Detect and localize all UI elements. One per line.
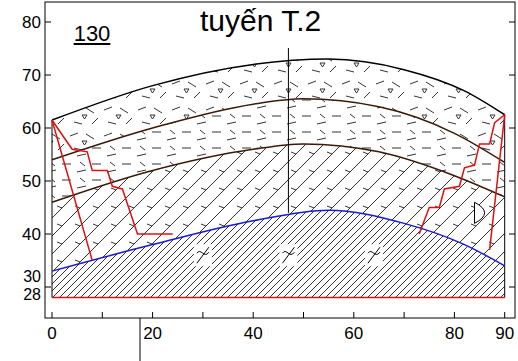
tick: [45, 181, 51, 182]
bedrock-boundary: [52, 210, 505, 271]
axis-label: 80: [445, 325, 464, 342]
tick: [353, 312, 354, 318]
tick: [45, 75, 51, 76]
borehole-line: [288, 48, 289, 213]
axis-label: 20: [143, 325, 162, 342]
tick: [45, 128, 51, 129]
axis-label: 30: [23, 269, 41, 285]
symbol-ground: [194, 244, 212, 266]
tick: [102, 312, 103, 318]
axis-label: 60: [344, 325, 363, 342]
tick: [404, 312, 405, 318]
tick: [152, 312, 153, 318]
pit-outline: [52, 120, 173, 234]
cut-mark: [140, 318, 141, 361]
rock-symbol: [368, 247, 380, 263]
axis-label: 70: [22, 67, 41, 84]
tick: [45, 22, 51, 23]
layer-boundary: [52, 144, 505, 202]
axis-label: 40: [244, 325, 263, 342]
tick: [303, 312, 304, 318]
frame: [45, 2, 515, 318]
tick: [509, 181, 515, 182]
tick: [52, 312, 53, 318]
tick: [253, 312, 254, 318]
axis-label: 40: [22, 226, 41, 243]
tick: [509, 128, 515, 129]
pit-outline: [419, 115, 505, 234]
axis-label: 28: [23, 287, 41, 303]
symbol-ground: [279, 244, 297, 266]
tick: [202, 312, 203, 318]
tick: [45, 287, 51, 288]
tick: [509, 75, 515, 76]
section-title: tuyến T.2: [200, 6, 321, 36]
axis-label: 50: [22, 173, 41, 190]
strata: [52, 59, 505, 298]
axis-label: 80: [22, 14, 41, 31]
sample-symbol: [475, 202, 485, 223]
tick: [45, 234, 51, 235]
tick: [454, 312, 455, 318]
surface-line: [52, 59, 505, 120]
rock-symbol: [282, 247, 294, 263]
axis-label: 60: [22, 120, 41, 137]
axis-label: 0: [47, 325, 56, 342]
tick: [504, 312, 505, 318]
section-number: 130: [74, 23, 111, 45]
axis-label: 90: [495, 325, 514, 342]
tick: [509, 22, 515, 23]
tick: [509, 287, 515, 288]
base-line: [52, 297, 505, 299]
bedrock: [52, 210, 505, 297]
tick: [509, 234, 515, 235]
pit-outline: [52, 120, 92, 260]
rock-symbol: [197, 247, 209, 263]
symbol-ground: [365, 244, 383, 266]
layer-boundary: [52, 99, 505, 163]
edge: [52, 115, 505, 298]
